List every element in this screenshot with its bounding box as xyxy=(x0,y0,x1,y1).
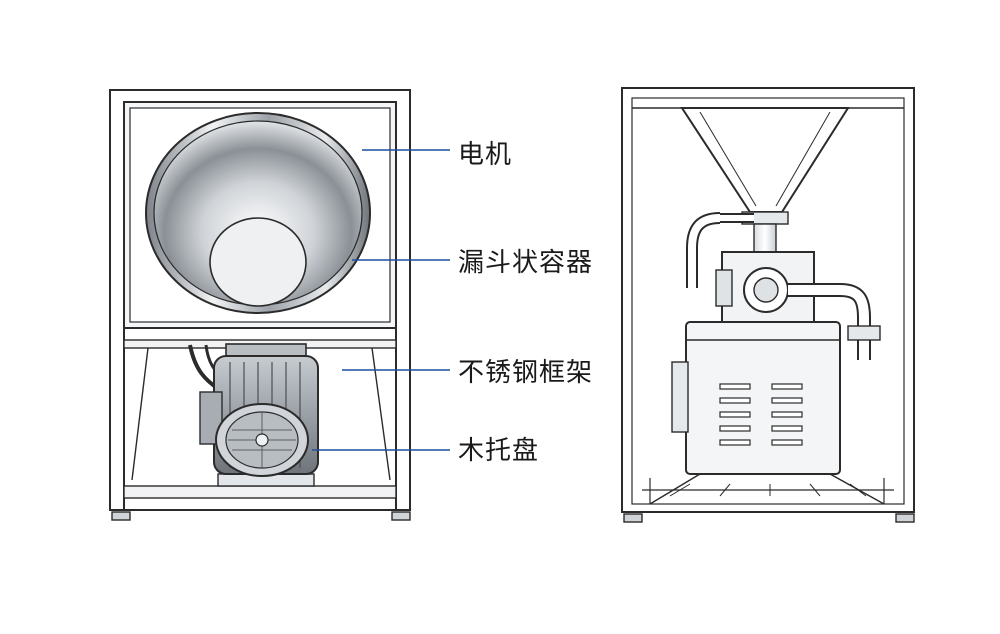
foot-1 xyxy=(111,511,131,521)
foot-3 xyxy=(623,513,643,523)
base-rail xyxy=(123,485,397,499)
left-machine xyxy=(109,89,411,521)
right-frame-inner xyxy=(631,97,905,505)
funnel-edge-2 xyxy=(775,111,831,207)
leader-lines xyxy=(312,149,450,451)
mill-rotor xyxy=(753,277,779,303)
label-frame: 不锈钢框架 xyxy=(458,358,594,388)
cabinet-vents xyxy=(719,383,803,446)
label-tray: 木托盘 xyxy=(458,436,540,466)
funnel-edge-1 xyxy=(699,111,757,207)
outlet-flange xyxy=(847,325,881,341)
outlet-pipe xyxy=(788,285,869,360)
label-hopper: 漏斗状容器 xyxy=(458,248,594,278)
foot-2 xyxy=(391,511,411,521)
label-motor: 电机 xyxy=(458,140,513,170)
foot-4 xyxy=(895,513,915,523)
mill-bracket xyxy=(715,269,733,307)
brace-left xyxy=(131,347,149,481)
feed-pipe xyxy=(753,223,777,255)
hopper-outlet xyxy=(209,217,307,307)
right-machine xyxy=(621,87,915,523)
base-slats xyxy=(669,483,867,497)
motor-cabinet xyxy=(685,321,841,475)
cabinet-side-panel xyxy=(671,361,689,433)
left-pipe xyxy=(688,214,721,288)
motor-shaft-cap xyxy=(255,433,269,447)
